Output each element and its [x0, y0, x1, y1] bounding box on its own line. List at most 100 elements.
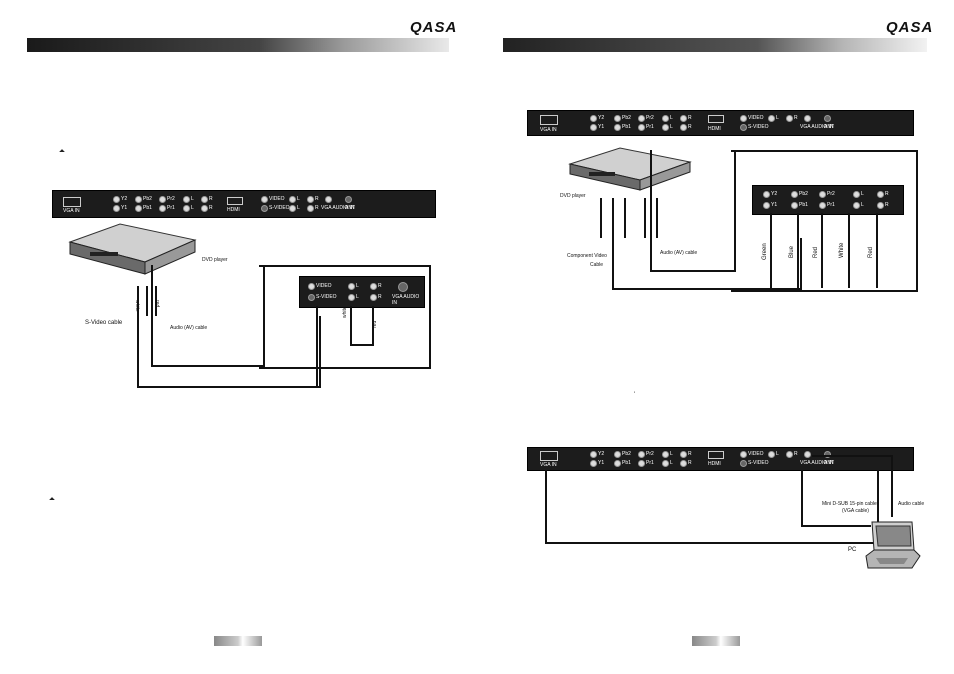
- jack-ant: [345, 196, 352, 203]
- tv-rear-panel-right-top: VGA IN Y2 Y1 Pb2 Pb1 Pr2 Pr1 L L R R HDM…: [527, 110, 914, 136]
- jack-video: [740, 451, 747, 458]
- inset-jack-l2: [853, 202, 860, 209]
- label-s-video: S-VIDEO: [269, 205, 290, 211]
- label-l: L: [191, 205, 194, 211]
- jack-pr2: [159, 196, 166, 203]
- label-vga-in: VGA IN: [540, 462, 557, 468]
- jack-y1: [590, 124, 597, 131]
- inset-label-pr1: Pr1: [827, 202, 835, 208]
- red-label: Red: [813, 246, 819, 258]
- bullet-icon: [59, 149, 65, 155]
- inset-jack-l: [348, 283, 355, 290]
- inset-jack-r2: [370, 294, 377, 301]
- jack-vga-audio: [325, 196, 332, 203]
- inset-label-pb2: Pb2: [799, 191, 808, 197]
- av-route-b: [731, 150, 918, 292]
- label-pb2: Pb2: [622, 451, 631, 457]
- label-vga-in: VGA IN: [540, 127, 557, 133]
- label-video: VIDEO: [748, 115, 764, 121]
- audio-cable-label: Audio cable: [898, 501, 925, 507]
- vga-port-icon: [540, 115, 558, 125]
- label-pr2: Pr2: [167, 196, 175, 202]
- label-vga-audio-in: VGA AUDIO IN: [321, 205, 355, 211]
- green-label: Green: [762, 243, 768, 260]
- label-hdmi: HDMI: [708, 126, 721, 132]
- inset-label-y2: Y2: [771, 191, 778, 197]
- label-pb1: Pb1: [622, 460, 631, 466]
- jack-l2: [662, 451, 669, 458]
- jack-l1: [183, 205, 190, 212]
- jack-video: [261, 196, 268, 203]
- jack-y2: [590, 451, 597, 458]
- tv-rear-panel-left: VGA IN Y2 Y1 Pb2 Pb1 Pr2 Pr1 L L R R HDM…: [52, 190, 436, 218]
- label-pr2: Pr2: [646, 115, 654, 121]
- label-r: R: [688, 124, 692, 130]
- label-r: R: [688, 460, 692, 466]
- inset-jack-y2: [763, 191, 770, 198]
- dvd-player-label-right: DVD player: [560, 193, 586, 199]
- av-cable-label: Audio (AV) cable: [170, 325, 208, 331]
- svideo-up-arrow: [316, 306, 320, 386]
- inset-label-r2: R: [378, 294, 382, 300]
- av-route-a: [650, 150, 736, 272]
- inset-label-pr2: Pr2: [827, 191, 835, 197]
- jack-l2: [662, 115, 669, 122]
- jack-r1: [680, 460, 687, 467]
- jack-l1: [662, 124, 669, 131]
- jack-r2: [201, 196, 208, 203]
- jack-pb1: [614, 124, 621, 131]
- component-route: [612, 238, 802, 290]
- plug-3: [624, 198, 628, 238]
- jack-pr1: [638, 124, 645, 131]
- jack-pr2: [638, 115, 645, 122]
- label-pb2: Pb2: [622, 115, 631, 121]
- jack-pb2: [614, 451, 621, 458]
- inset-label-l2: L: [356, 294, 359, 300]
- label-l: L: [670, 451, 673, 457]
- plug-1: [600, 198, 604, 238]
- label-r: R: [209, 205, 213, 211]
- av-plug-white: [146, 286, 150, 316]
- jack-av-l: [768, 451, 775, 458]
- inset-jack-pb2: [791, 191, 798, 198]
- vga-port-icon: [63, 197, 81, 207]
- inset-label-pb1: Pb1: [799, 202, 808, 208]
- green-wire: [770, 213, 774, 288]
- brand-logo-right: QASA: [886, 19, 934, 36]
- white-label-1: white: [134, 300, 140, 312]
- av-cable-label-right: Audio (AV) cable: [660, 250, 698, 256]
- inset-label-r: R: [885, 191, 889, 197]
- inset-jack-l: [853, 191, 860, 198]
- label-vga-audio-in: VGA AUDIO IN: [800, 460, 834, 466]
- label-y1: Y1: [598, 460, 605, 466]
- laptop-icon: [865, 521, 921, 569]
- jack-av-r: [786, 451, 793, 458]
- jack-l1: [662, 460, 669, 467]
- inset-jack-y1: [763, 202, 770, 209]
- vga-port-icon: [540, 451, 558, 461]
- header-bar-right: [503, 38, 927, 52]
- cable-label: Cable: [590, 262, 604, 268]
- jack-pb1: [135, 205, 142, 212]
- label-pr1: Pr1: [646, 460, 654, 466]
- label-r: R: [315, 205, 319, 211]
- label-r: R: [209, 196, 213, 202]
- svideo-cable-route: [137, 316, 321, 388]
- jack-av-l: [768, 115, 775, 122]
- label-ant: ANT: [824, 460, 834, 466]
- brand-logo-left: QASA: [410, 19, 458, 36]
- inset-jack-r2: [877, 202, 884, 209]
- jack-pr2: [638, 451, 645, 458]
- pc-label: PC: [848, 547, 857, 553]
- inset-jack-pr2: [819, 191, 826, 198]
- inset-jack-r: [370, 283, 377, 290]
- jack-av-r: [786, 115, 793, 122]
- svideo-plug: [137, 286, 141, 316]
- inset-label-l2: L: [861, 202, 864, 208]
- label-r: R: [688, 451, 692, 457]
- jack-vga-audio: [804, 115, 811, 122]
- label-y1: Y1: [598, 124, 605, 130]
- inset-label-vga-audio: VGA AUDIO IN: [392, 294, 420, 306]
- red-label-2: red: [372, 320, 378, 328]
- plug-5: [656, 198, 660, 238]
